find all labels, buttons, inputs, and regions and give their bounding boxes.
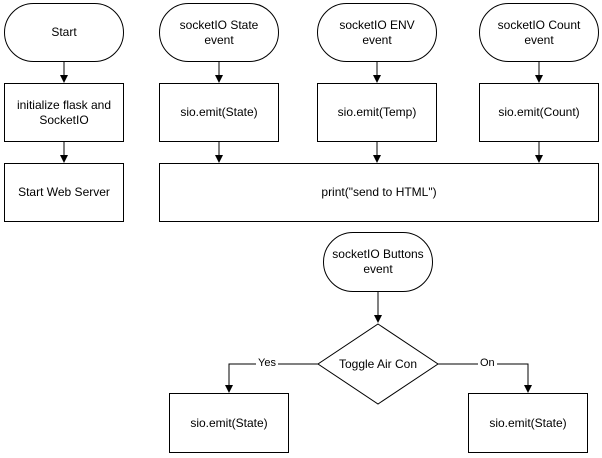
emit-state-process: sio.emit(State)	[159, 83, 279, 142]
edge-label-yes: Yes	[256, 357, 278, 370]
init-process: initialize flask and SocketIO	[4, 83, 124, 142]
emit-temp-process: sio.emit(Temp)	[317, 83, 437, 142]
state-event-terminal: socketIO State event	[159, 3, 279, 62]
count-event-terminal: socketIO Count event	[479, 3, 599, 62]
toggle-decision-diamond	[317, 323, 439, 405]
edge-label-on: On	[478, 357, 497, 370]
toggle-decision-label: Toggle Air Con	[338, 357, 418, 371]
emit-count-process: sio.emit(Count)	[479, 83, 599, 142]
emit-state-left-process: sio.emit(State)	[169, 393, 289, 453]
edge-toggle-on	[438, 363, 532, 393]
env-event-terminal: socketIO ENV event	[317, 3, 437, 62]
web-server-process: Start Web Server	[4, 163, 124, 222]
edge-toggle-yes	[225, 363, 318, 393]
start-terminal: Start	[4, 3, 124, 62]
print-html-process: print("send to HTML")	[159, 163, 599, 222]
emit-state-right-process: sio.emit(State)	[468, 393, 588, 453]
buttons-event-terminal: socketIO Buttons event	[323, 232, 433, 292]
